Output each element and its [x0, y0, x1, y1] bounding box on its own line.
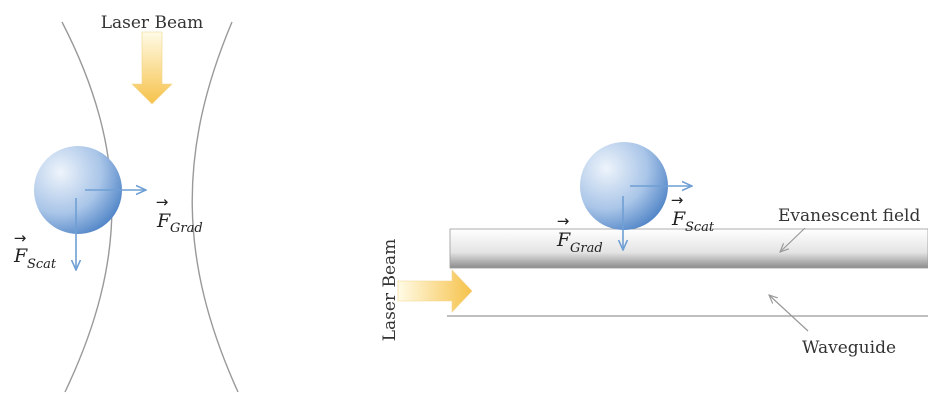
left-beam-label: Laser Beam — [101, 13, 204, 33]
right-grad-vector-mark: → — [557, 212, 570, 230]
trapped-particle-left — [34, 146, 122, 234]
right-grad-symbol: F — [556, 229, 571, 251]
right-beam-arrow — [397, 269, 473, 313]
evanescent-pointer-arrow — [780, 227, 806, 252]
evanescent-field-slab — [449, 228, 928, 269]
left-grad-vector-mark: → — [156, 193, 169, 211]
right-scat-subscript: Scat — [685, 220, 715, 235]
waveguide-pointer-arrow — [769, 295, 809, 332]
left-scat-subscript: Scat — [27, 257, 57, 272]
right-force-scat-label: → F Scat — [671, 191, 715, 235]
right-panel: → F Grad → F Scat Evanescent field Waveg… — [380, 142, 928, 358]
evanescent-field-label: Evanescent field — [778, 206, 920, 226]
right-scat-symbol: F — [671, 208, 686, 230]
left-grad-subscript: Grad — [170, 221, 203, 236]
left-scat-symbol: F — [13, 245, 28, 267]
right-force-grad-label: → F Grad — [556, 212, 603, 256]
left-beam-arrow — [131, 31, 173, 105]
right-scat-vector-mark: → — [671, 191, 684, 209]
left-panel: Laser Beam → F Grad → F Scat — [13, 13, 239, 393]
left-force-grad-label: → F Grad — [156, 193, 203, 236]
trapped-particle-right — [580, 142, 668, 230]
waveguide-label: Waveguide — [802, 338, 896, 358]
right-grad-subscript: Grad — [570, 241, 603, 256]
beam-waist-right-curve — [191, 21, 239, 393]
right-beam-label: Laser Beam — [380, 239, 400, 342]
left-force-scat-label: → F Scat — [13, 229, 57, 272]
left-scat-vector-mark: → — [14, 229, 27, 247]
left-grad-symbol: F — [156, 210, 171, 232]
